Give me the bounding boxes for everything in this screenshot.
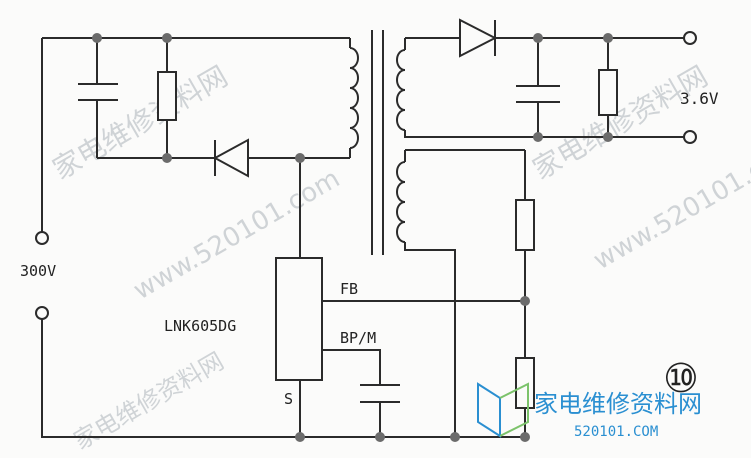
wire-secondary-bottom bbox=[404, 130, 538, 138]
feedback-resistor-upper bbox=[515, 199, 535, 251]
snubber-resistor bbox=[157, 71, 177, 121]
label-pin-s: S bbox=[284, 390, 293, 408]
label-ic-part: LNK605DG bbox=[164, 317, 236, 335]
junction-dot bbox=[520, 432, 530, 442]
junction-dot bbox=[533, 132, 543, 142]
output-diode bbox=[459, 18, 498, 58]
junction-dot bbox=[295, 153, 305, 163]
junction-dot bbox=[375, 432, 385, 442]
watermark-url-2: www.520101.com bbox=[589, 134, 751, 276]
junction-dot bbox=[520, 296, 530, 306]
ic-lnk605dg bbox=[275, 257, 323, 381]
logo-text-cn: 家电维修资料网 bbox=[534, 390, 702, 418]
watermark-cn-1: 家电维修资料网 bbox=[47, 59, 233, 186]
junction-dot bbox=[450, 432, 460, 442]
secondary-winding bbox=[396, 49, 406, 131]
junction-dot bbox=[603, 33, 613, 43]
terminal-input-negative bbox=[35, 306, 49, 320]
figure-number: ⑩ bbox=[663, 356, 699, 402]
wire-bpm bbox=[322, 349, 381, 385]
watermark-cn-2: 家电维修资料网 bbox=[527, 59, 713, 186]
junction-dot bbox=[162, 153, 172, 163]
wire-bias-bottom bbox=[404, 242, 456, 437]
wire-ground-bottom bbox=[41, 318, 455, 438]
junction-dot bbox=[92, 33, 102, 43]
logo-mark-left bbox=[477, 382, 501, 438]
terminal-output-positive bbox=[683, 31, 697, 45]
junction-dot bbox=[295, 432, 305, 442]
site-logo: 家电维修资料网 520101.COM bbox=[477, 382, 702, 440]
label-pin-fb: FB bbox=[340, 280, 358, 298]
primary-winding bbox=[349, 47, 359, 149]
logo-text-num: 520101.COM bbox=[574, 424, 658, 440]
junction-dot bbox=[533, 33, 543, 43]
junction-dot bbox=[162, 33, 172, 43]
components bbox=[78, 18, 618, 409]
terminal-output-negative bbox=[683, 130, 697, 144]
label-output-voltage: 3.6V bbox=[680, 89, 719, 108]
output-resistor bbox=[598, 69, 618, 116]
watermark-cn-3: 家电维修资料网 bbox=[69, 347, 228, 455]
label-input-voltage: 300V bbox=[20, 262, 56, 280]
label-pin-bpm: BP/M bbox=[340, 329, 376, 347]
logo-mark-right bbox=[499, 382, 529, 437]
snubber-diode bbox=[212, 138, 249, 178]
terminal-input-positive bbox=[35, 231, 49, 245]
bias-winding bbox=[396, 161, 406, 243]
feedback-resistor-lower bbox=[515, 357, 535, 409]
wires bbox=[41, 30, 690, 438]
junction-dot bbox=[603, 132, 613, 142]
junctions bbox=[92, 33, 613, 442]
terminals bbox=[35, 31, 697, 320]
